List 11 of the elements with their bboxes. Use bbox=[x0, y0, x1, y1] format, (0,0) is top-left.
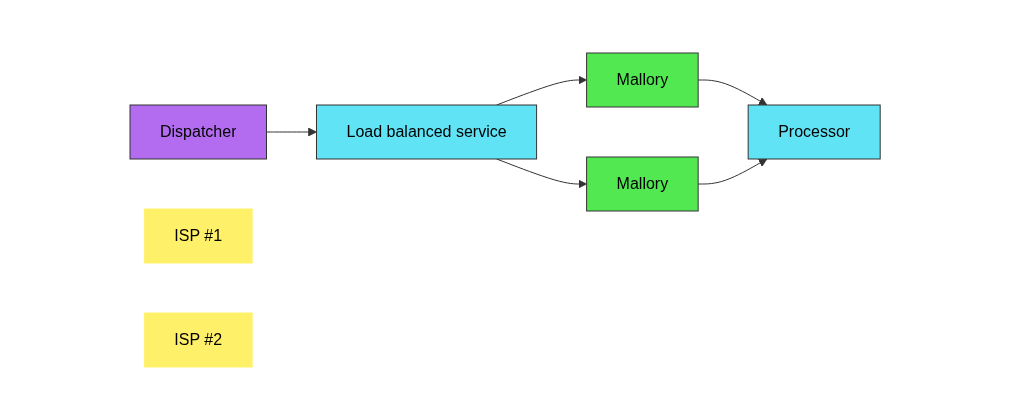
node-box: ISP #1 bbox=[144, 208, 253, 263]
node-box: Dispatcher bbox=[129, 104, 268, 159]
arrow bbox=[266, 127, 318, 136]
arrow bbox=[496, 158, 588, 188]
arrow bbox=[698, 158, 768, 184]
node-box: Load balanced service bbox=[316, 104, 538, 159]
node-box: ISP #2 bbox=[144, 312, 253, 367]
arrow bbox=[698, 79, 768, 105]
node-box: Mallory bbox=[586, 52, 700, 107]
node-box: Mallory bbox=[586, 156, 700, 211]
node-box: Processor bbox=[748, 104, 882, 159]
